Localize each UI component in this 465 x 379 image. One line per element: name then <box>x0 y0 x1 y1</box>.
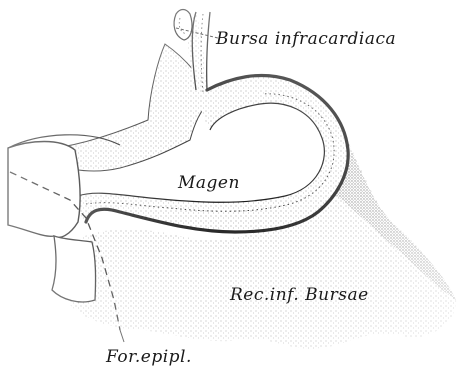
foramen-leader-line <box>120 330 124 342</box>
label-bursa-infracardiaca: Bursa infracardiaca <box>215 29 396 49</box>
label-for-epipl: For.epipl. <box>105 347 192 367</box>
bursa-infracardiaca-shape <box>174 10 192 41</box>
label-rec-inf-bursae: Rec.inf. Bursae <box>229 285 369 305</box>
left-section-surface <box>8 142 80 238</box>
left-lower-flap <box>52 236 96 302</box>
label-magen: Magen <box>177 173 240 193</box>
